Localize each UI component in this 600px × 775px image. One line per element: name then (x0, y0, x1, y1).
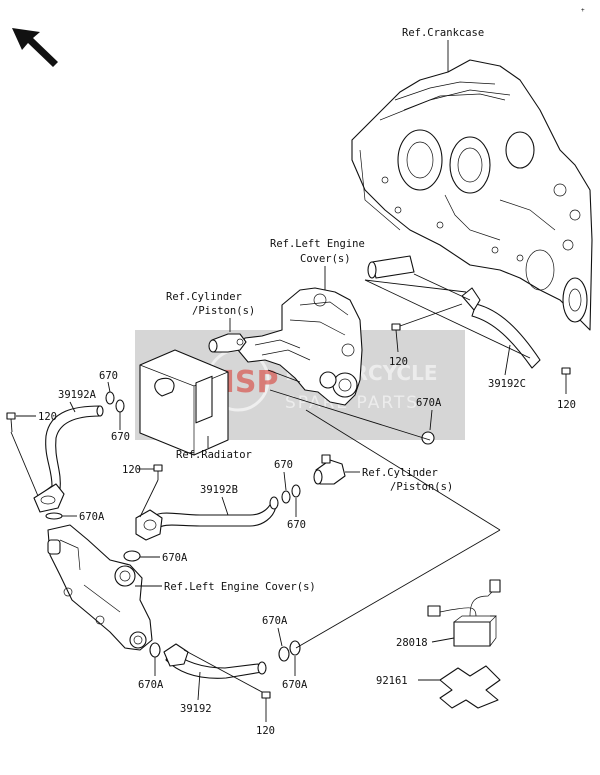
ref-cylinder-piston-top-line1: Ref.Cylinder (166, 291, 242, 303)
part-120-bottom: 120 (256, 725, 275, 737)
part-670-a: 670 (99, 370, 118, 382)
hose-39192A (33, 405, 104, 513)
hose-39192B (135, 496, 279, 541)
part-670-d: 670 (287, 519, 306, 531)
o-ring-670A-left (45, 512, 63, 520)
part-670A-low3: 670A (282, 679, 308, 691)
part-670A-right: 670A (416, 397, 442, 409)
sensor-28018 (427, 579, 501, 647)
hose-39192 (163, 643, 267, 679)
hose-39192C (367, 255, 541, 369)
ref-left-engine-cover-top-line2: Cover(s) (300, 253, 351, 265)
part-670-c: 670 (274, 459, 293, 471)
part-120-left: 120 (38, 411, 57, 423)
left-engine-cover-illustration (237, 287, 363, 406)
pad-92161 (439, 665, 501, 709)
part-92161: 92161 (376, 675, 408, 687)
ref-left-engine-cover-low: Ref.Left Engine Cover(s) (164, 581, 316, 593)
part-39192B: 39192B (200, 484, 238, 496)
o-ring-670-mid (281, 484, 301, 504)
ref-crankcase-label: Ref.Crankcase (402, 27, 484, 39)
o-ring-670A-mid (123, 550, 141, 562)
ref-cylinder-piston-mid-line2: /Piston(s) (390, 481, 453, 493)
lower-engine-cover-illustration (47, 524, 153, 651)
svg-text:+: + (581, 7, 585, 14)
radiator-illustration (139, 349, 229, 456)
part-120-farright: 120 (557, 399, 576, 411)
cylinder-fitting-top (208, 333, 247, 353)
part-670A-mid: 670A (162, 552, 188, 564)
bolt-120-farright (561, 367, 571, 375)
bolt-120-center (391, 323, 401, 331)
ref-radiator-label: Ref.Radiator (176, 449, 252, 461)
part-670A-low1: 670A (138, 679, 164, 691)
ref-left-engine-cover-top-line1: Ref.Left Engine (270, 238, 365, 250)
o-ring-670-left (105, 391, 125, 413)
part-670A-low2: 670A (262, 615, 288, 627)
bolt-120-left (6, 412, 16, 433)
o-rings-670A-low (278, 640, 301, 662)
ref-cylinder-piston-mid-line1: Ref.Cylinder (362, 467, 438, 479)
o-ring-670A-low1 (149, 642, 161, 658)
crankcase-illustration (351, 59, 593, 331)
part-670A-left: 670A (79, 511, 105, 523)
part-39192A: 39192A (58, 389, 97, 401)
part-39192: 39192 (180, 703, 212, 715)
bolt-120-mid (153, 464, 163, 480)
ref-cylinder-piston-top-line2: /Piston(s) (192, 305, 255, 317)
o-ring-670A-right (421, 431, 435, 445)
part-120-center: 120 (389, 356, 408, 368)
bolt-120-bottom (261, 691, 271, 699)
part-39192C: 39192C (488, 378, 526, 390)
watermark-line2: SPARE PARTS (285, 393, 419, 413)
part-28018: 28018 (396, 637, 428, 649)
front-direction-arrow-icon (12, 28, 58, 67)
part-670-b: 670 (111, 431, 130, 443)
cylinder-fitting-mid (313, 454, 346, 485)
part-120-mid: 120 (122, 464, 141, 476)
